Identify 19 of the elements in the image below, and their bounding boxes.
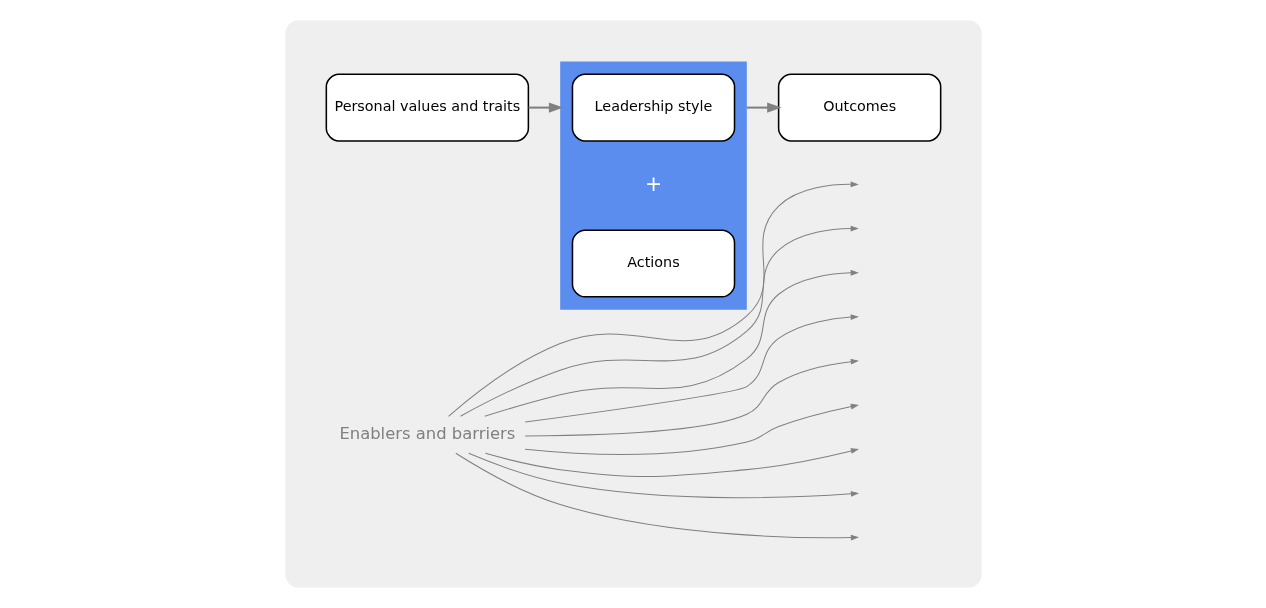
cluster <box>284 20 982 588</box>
arrow <box>454 452 859 541</box>
arrow <box>524 358 859 437</box>
arrow <box>746 102 782 113</box>
arrow <box>524 314 859 423</box>
arrow <box>528 102 563 113</box>
node-box: Outcomes <box>777 73 941 142</box>
arrow <box>483 269 859 417</box>
arrow <box>524 403 859 455</box>
node-box: Actions <box>571 229 735 298</box>
node-box: Personal values and traits <box>325 73 529 142</box>
arrow <box>467 452 859 499</box>
arrow <box>447 181 859 417</box>
node-text: Enablers and barriers <box>338 423 515 443</box>
arrow <box>459 225 859 417</box>
label: + <box>644 171 662 196</box>
node-box: Leadership style <box>571 73 735 142</box>
cluster <box>559 61 747 310</box>
arrow <box>484 448 859 477</box>
